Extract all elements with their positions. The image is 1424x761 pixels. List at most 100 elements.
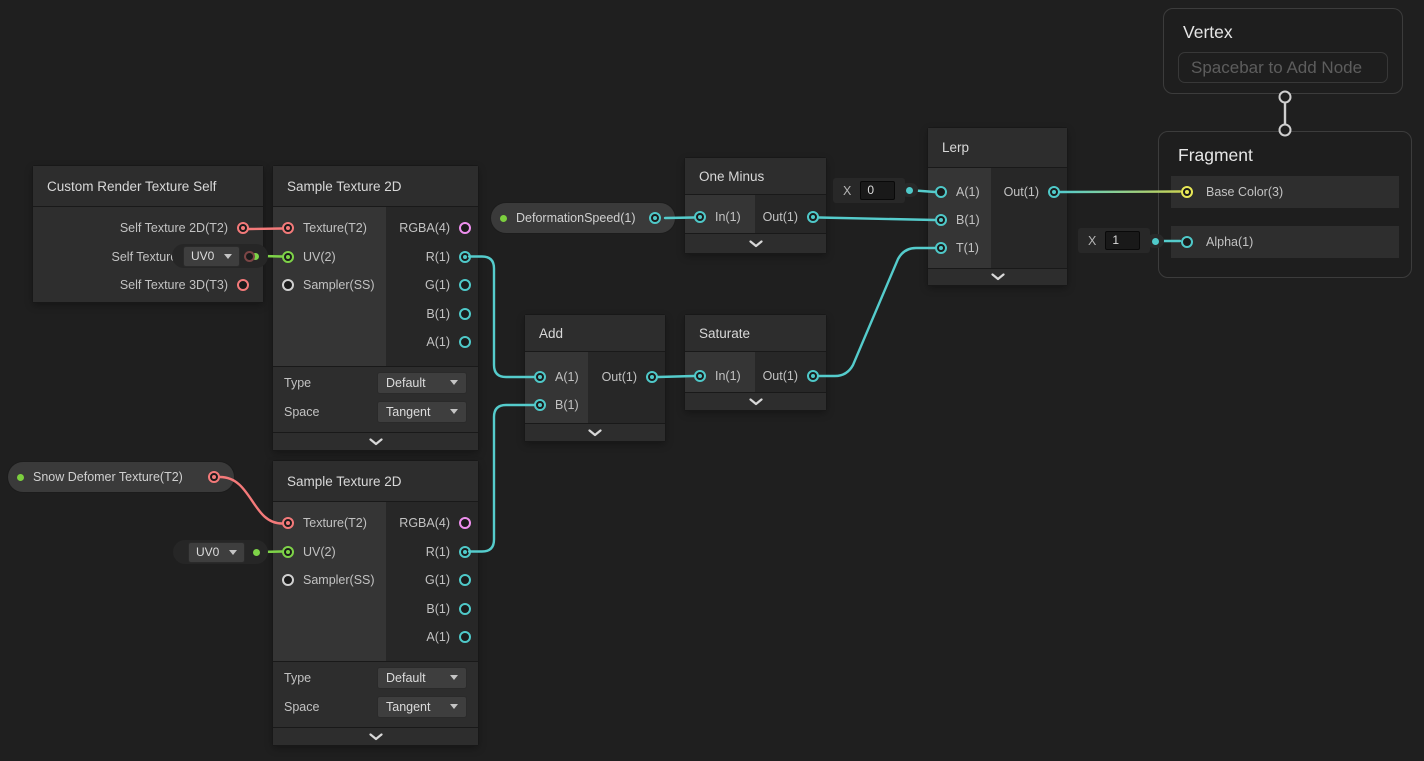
- output-port-a[interactable]: [459, 336, 471, 349]
- input-port-in[interactable]: [694, 211, 706, 223]
- fragment-row-base-color: Base Color(3): [1171, 176, 1399, 208]
- port-label: Sampler(SS): [303, 278, 375, 293]
- fragment-row-alpha: Alpha(1): [1171, 226, 1399, 258]
- node-custom-render-texture-self[interactable]: Custom Render Texture Self Self Texture …: [33, 166, 263, 302]
- dropdown-value: UV0: [196, 545, 220, 559]
- output-port-g[interactable]: [459, 279, 471, 292]
- axis-label: X: [843, 183, 852, 198]
- output-port-row: Self Texture 2D(T2): [33, 214, 263, 243]
- output-port[interactable]: [649, 212, 661, 224]
- output-port-out[interactable]: [807, 370, 819, 382]
- type-dropdown[interactable]: Default: [377, 371, 467, 394]
- input-port-texture[interactable]: [282, 222, 294, 235]
- output-port[interactable]: [208, 471, 220, 483]
- edge-saturate-to-lerp-t[interactable]: [817, 246, 937, 378]
- node-vertex[interactable]: Vertex Spacebar to Add Node: [1163, 8, 1403, 94]
- output-port-g[interactable]: [459, 574, 471, 587]
- input-port-t[interactable]: [935, 242, 947, 254]
- space-dropdown[interactable]: Tangent: [377, 400, 467, 423]
- port-label: Base Color(3): [1206, 185, 1284, 199]
- collapse-toggle[interactable]: [525, 423, 665, 441]
- node-title: Fragment: [1178, 145, 1253, 165]
- output-port-r[interactable]: [459, 250, 471, 263]
- input-port-sampler[interactable]: [282, 279, 294, 292]
- node-settings: Type Default Space Tangent: [273, 366, 478, 432]
- uv-channel-dropdown[interactable]: UV0: [188, 541, 245, 563]
- input-port-in[interactable]: [694, 370, 706, 382]
- input-port-b[interactable]: [534, 399, 546, 411]
- collapse-toggle[interactable]: [685, 233, 826, 253]
- port-label: A(1): [956, 185, 980, 199]
- output-port-out[interactable]: [646, 371, 658, 383]
- output-port-r[interactable]: [459, 545, 471, 558]
- input-port-alpha[interactable]: [1181, 236, 1193, 248]
- port-label: Out(1): [601, 370, 637, 384]
- setting-label: Type: [284, 375, 312, 390]
- property-node-deformation-speed[interactable]: DeformationSpeed(1): [491, 203, 675, 233]
- node-title: Custom Render Texture Self: [33, 166, 263, 207]
- node-sample-texture-2d-2[interactable]: Sample Texture 2D Texture(T2) UV(2) Samp…: [273, 461, 478, 745]
- node-title: Sample Texture 2D: [273, 461, 478, 502]
- output-port-self-texture-2d[interactable]: [237, 222, 249, 235]
- port-label: A(1): [426, 630, 450, 645]
- output-port-b[interactable]: [459, 307, 471, 320]
- input-column: Texture(T2) UV(2) Sampler(SS): [273, 502, 386, 661]
- input-port-base-color[interactable]: [1181, 186, 1193, 198]
- input-port-uv[interactable]: [282, 250, 294, 263]
- output-port-out[interactable]: [807, 211, 819, 223]
- input-port-texture[interactable]: [282, 517, 294, 530]
- port-stub-dot: [253, 548, 260, 556]
- port-label: G(1): [425, 573, 450, 588]
- output-port-out[interactable]: [1048, 186, 1060, 198]
- occluded-port: [244, 250, 255, 262]
- node-one-minus[interactable]: One Minus In(1) Out(1): [685, 158, 826, 253]
- chevron-down-icon: [990, 273, 1005, 281]
- collapse-toggle[interactable]: [685, 392, 826, 410]
- collapse-toggle[interactable]: [928, 268, 1067, 285]
- output-port-self-texture-3d[interactable]: [237, 279, 249, 292]
- port-label: Self Texture 3D(T3): [119, 278, 228, 293]
- dropdown-value: UV0: [191, 249, 215, 263]
- dropdown-value: Default: [386, 375, 426, 390]
- output-column: RGBA(4) R(1) G(1) B(1) A(1): [386, 207, 478, 366]
- port-label: T(1): [956, 241, 979, 255]
- edge-oneminus-to-lerp-b[interactable]: [817, 216, 937, 222]
- dropdown-arrow-icon: [450, 409, 458, 414]
- lerp-a-default-widget: X 0: [833, 178, 905, 203]
- input-port-sampler[interactable]: [282, 574, 294, 587]
- type-dropdown[interactable]: Default: [377, 666, 467, 689]
- collapse-toggle[interactable]: [273, 727, 478, 745]
- node-saturate[interactable]: Saturate In(1) Out(1): [685, 315, 826, 410]
- add-node-placeholder: Spacebar to Add Node: [1178, 52, 1388, 83]
- value-field[interactable]: 0: [860, 181, 895, 200]
- node-lerp[interactable]: Lerp A(1) B(1) T(1) Out(1): [928, 128, 1067, 285]
- port-label: UV(2): [303, 249, 336, 264]
- node-title: Lerp: [928, 128, 1067, 168]
- output-port-rgba[interactable]: [459, 517, 471, 530]
- output-column: RGBA(4) R(1) G(1) B(1) A(1): [386, 502, 478, 661]
- output-port-a[interactable]: [459, 631, 471, 644]
- port-label: R(1): [425, 249, 450, 264]
- output-port-b[interactable]: [459, 602, 471, 615]
- collapse-toggle[interactable]: [273, 432, 478, 450]
- property-dot-icon: [500, 214, 507, 222]
- chevron-down-icon: [588, 428, 602, 436]
- node-fragment[interactable]: Fragment Base Color(3) Alpha(1): [1158, 131, 1412, 278]
- property-node-snow-deformer-texture[interactable]: Snow Defomer Texture(T2): [8, 462, 234, 492]
- uv-channel-dropdown[interactable]: UV0: [183, 245, 240, 267]
- input-port-a[interactable]: [534, 371, 546, 383]
- space-dropdown[interactable]: Tangent: [377, 695, 467, 718]
- node-title: Vertex: [1183, 22, 1233, 42]
- property-label: DeformationSpeed(1): [516, 211, 636, 225]
- property-dot-icon: [17, 473, 24, 481]
- input-port-a[interactable]: [935, 186, 947, 198]
- input-port-b[interactable]: [935, 214, 947, 226]
- node-add[interactable]: Add A(1) B(1) Out(1): [525, 315, 665, 441]
- input-port-uv[interactable]: [282, 545, 294, 558]
- node-sample-texture-2d-1[interactable]: Sample Texture 2D Texture(T2) UV(2) Samp…: [273, 166, 478, 450]
- port-stub: [1147, 234, 1164, 248]
- output-port-rgba[interactable]: [459, 222, 471, 235]
- property-label: Snow Defomer Texture(T2): [33, 470, 183, 484]
- value-field[interactable]: 1: [1105, 231, 1140, 250]
